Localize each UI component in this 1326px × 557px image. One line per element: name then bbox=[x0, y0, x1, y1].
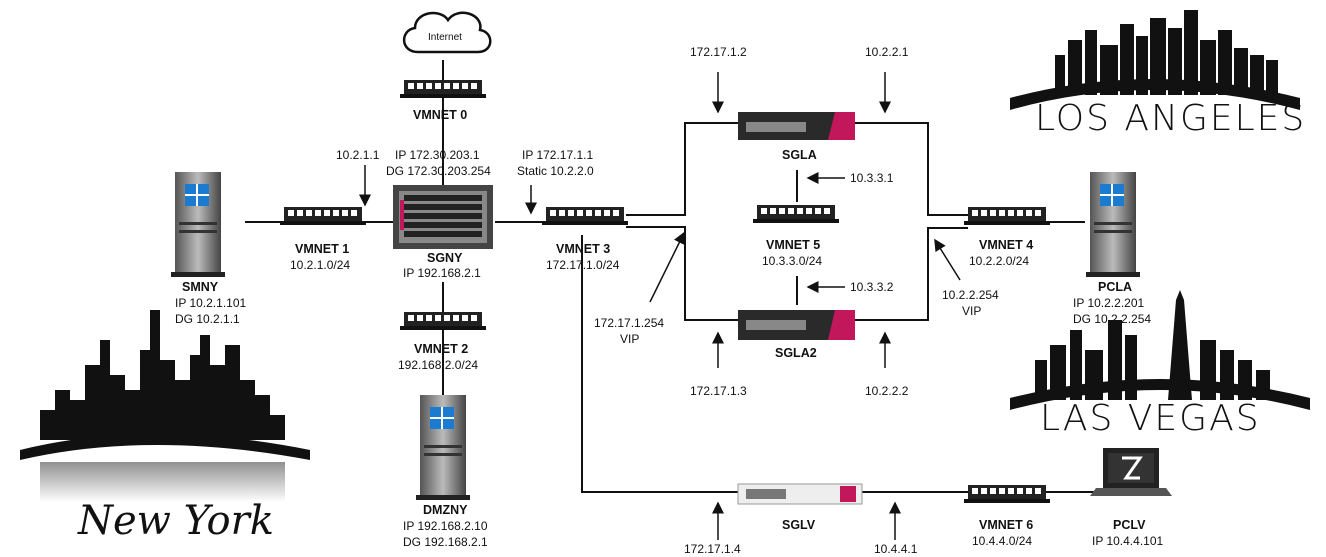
city-label-los-angeles: LOS ANGELES bbox=[1035, 98, 1307, 139]
vmnet6-network: 10.4.4.0/24 bbox=[972, 534, 1033, 548]
sgny-external-dg: DG 172.30.203.254 bbox=[386, 164, 491, 178]
sgla2-name: SGLA2 bbox=[775, 346, 817, 360]
vmnet4-name: VMNET 4 bbox=[979, 238, 1034, 252]
los-angeles-skyline bbox=[1010, 10, 1300, 110]
dmzny-dg: DG 192.168.2.1 bbox=[403, 535, 488, 549]
sglv-name: SGLV bbox=[782, 518, 816, 532]
sgla-internal-ip: 10.2.2.1 bbox=[865, 45, 909, 59]
smny-dg: DG 10.2.1.1 bbox=[175, 312, 240, 326]
sgla2-external-ip: 172.17.1.3 bbox=[690, 384, 747, 398]
sglv-gateway-icon bbox=[737, 483, 863, 505]
vmnet4-switch-icon bbox=[964, 207, 1050, 225]
vmnet2-network: 192.168.2.0/24 bbox=[398, 358, 479, 372]
pclv-name: PCLV bbox=[1113, 518, 1146, 532]
vmnet3-name: VMNET 3 bbox=[556, 242, 611, 256]
vmnet6-switch-icon bbox=[964, 485, 1050, 503]
pcla-dg: DG 10.2.2.254 bbox=[1073, 312, 1152, 326]
dmzny-name: DMZNY bbox=[423, 503, 468, 517]
annotation-arrows bbox=[359, 72, 961, 540]
vmnet5-switch-icon bbox=[753, 205, 839, 223]
internet-label: Internet bbox=[428, 32, 462, 43]
las-vegas-skyline bbox=[1010, 290, 1310, 410]
sgny-external-ip: IP 172.30.203.1 bbox=[395, 148, 480, 162]
sgla2-internal-ip: 10.2.2.2 bbox=[865, 384, 909, 398]
vmnet4-network: 10.2.2.0/24 bbox=[969, 254, 1030, 268]
sgny-ip: IP 192.168.2.1 bbox=[403, 266, 481, 280]
vmnet3-vip-label: VIP bbox=[620, 332, 640, 346]
vmnet3-vip: 172.17.1.254 bbox=[594, 316, 665, 330]
sgny-name: SGNY bbox=[427, 251, 463, 265]
internet-cloud-icon bbox=[402, 11, 492, 54]
vmnet1-network: 10.2.1.0/24 bbox=[290, 258, 351, 272]
sglv-external-ip: 172.17.1.4 bbox=[684, 542, 741, 556]
vmnet1-name: VMNET 1 bbox=[295, 242, 350, 256]
sgla-external-ip: 172.17.1.2 bbox=[690, 45, 747, 59]
pcla-pc-icon bbox=[1085, 171, 1141, 278]
vmnet4-vip-label: VIP bbox=[962, 304, 982, 318]
sglv-internal-ip: 10.4.4.1 bbox=[874, 542, 918, 556]
sgla-gateway-icon bbox=[738, 112, 855, 140]
sgny-internal-ip: 10.2.1.1 bbox=[336, 148, 380, 162]
city-label-las-vegas: LAS VEGAS bbox=[1040, 398, 1261, 439]
sgla-name: SGLA bbox=[782, 148, 817, 162]
smny-pc-icon bbox=[170, 171, 226, 278]
vmnet2-name: VMNET 2 bbox=[414, 342, 469, 356]
sgla2-gateway-icon bbox=[738, 310, 855, 340]
city-label-new-york: New York bbox=[78, 498, 274, 544]
pcla-ip: IP 10.2.2.201 bbox=[1073, 296, 1145, 310]
vmnet3-switch-icon bbox=[542, 207, 628, 225]
vmnet4-vip: 10.2.2.254 bbox=[942, 288, 999, 302]
vmnet5-network: 10.3.3.0/24 bbox=[762, 254, 823, 268]
sgla2-sync-ip: 10.3.3.2 bbox=[850, 280, 894, 294]
vmnet1-switch-icon bbox=[280, 207, 366, 225]
vmnet3-network: 172.17.1.0/24 bbox=[546, 258, 620, 272]
vmnet2-switch-icon bbox=[400, 312, 486, 330]
pclv-laptop-icon bbox=[1090, 448, 1172, 496]
vmnet0-name: VMNET 0 bbox=[413, 108, 468, 122]
smny-name: SMNY bbox=[182, 280, 219, 294]
sgny-gateway-icon bbox=[393, 185, 493, 249]
new-york-skyline bbox=[20, 310, 310, 502]
dmzny-ip: IP 192.168.2.10 bbox=[403, 519, 488, 533]
dmzny-pc-icon bbox=[415, 394, 471, 501]
pcla-name: PCLA bbox=[1098, 280, 1133, 294]
vmnet0-switch-icon bbox=[400, 80, 486, 98]
smny-ip: IP 10.2.1.101 bbox=[175, 296, 247, 310]
pclv-ip: IP 10.4.4.101 bbox=[1092, 534, 1164, 548]
vmnet6-name: VMNET 6 bbox=[979, 518, 1034, 532]
vmnet3-gateway-ip: IP 172.17.1.1 bbox=[522, 148, 594, 162]
vmnet3-static-route: Static 10.2.2.0 bbox=[517, 164, 594, 178]
links bbox=[245, 60, 1100, 493]
vmnet5-name: VMNET 5 bbox=[766, 238, 821, 252]
sgla-sync-ip: 10.3.3.1 bbox=[850, 171, 894, 185]
